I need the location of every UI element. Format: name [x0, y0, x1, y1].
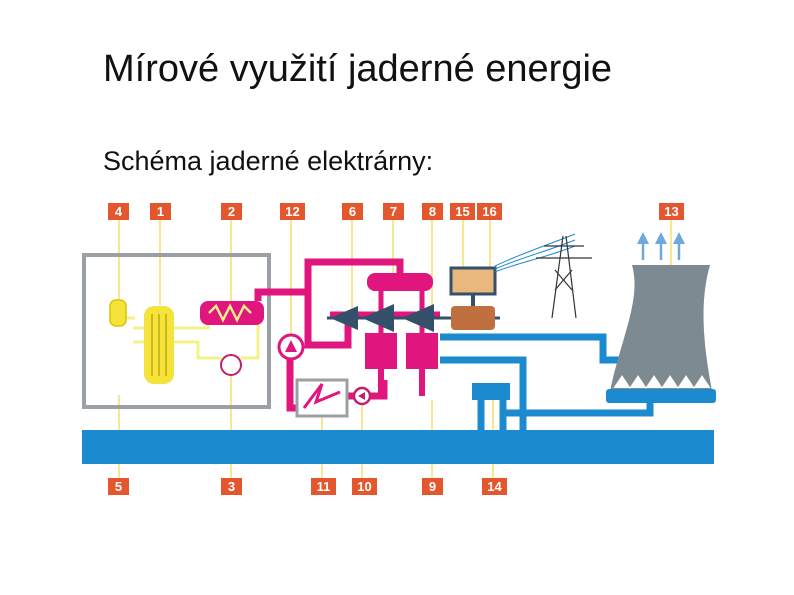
primary-pump: [220, 354, 242, 376]
label-tag-5: 5: [108, 478, 129, 495]
cooling-tower: [609, 265, 713, 396]
label-text-12: 12: [285, 204, 299, 219]
label-text-14: 14: [487, 479, 502, 494]
fuel-rods: [151, 314, 167, 376]
label-text-6: 6: [349, 204, 356, 219]
condenser-left: [365, 333, 397, 369]
circulation-pump: [472, 383, 510, 400]
label-tag-1: 1: [150, 203, 171, 220]
label-text-4: 4: [115, 204, 123, 219]
label-tag-3: 3: [221, 478, 242, 495]
label-tag-6: 6: [342, 203, 363, 220]
label-tag-8: 8: [422, 203, 443, 220]
steam-separator: [367, 273, 433, 291]
hp-turbine: [330, 306, 358, 330]
label-text-9: 9: [429, 479, 436, 494]
label-text-16: 16: [482, 204, 496, 219]
label-text-5: 5: [115, 479, 122, 494]
water-channel: [82, 430, 714, 464]
label-text-10: 10: [357, 479, 371, 494]
cooling-tower-basin: [606, 389, 716, 403]
generator-base: [451, 306, 495, 330]
label-tag-7: 7: [383, 203, 404, 220]
pressurizer: [109, 299, 127, 327]
label-text-1: 1: [157, 204, 164, 219]
steam-arrows: [637, 232, 685, 260]
label-text-3: 3: [228, 479, 235, 494]
label-text-15: 15: [455, 204, 469, 219]
label-tag-11: 11: [311, 478, 336, 495]
lp-turbine-1: [362, 304, 394, 332]
label-text-8: 8: [429, 204, 436, 219]
label-text-7: 7: [390, 204, 397, 219]
label-text-11: 11: [317, 479, 331, 494]
slide-title: Mírové využití jaderné energie: [103, 48, 613, 90]
label-tag-14: 14: [482, 478, 507, 495]
label-text-13: 13: [664, 204, 678, 219]
condenser-right: [406, 333, 438, 369]
label-text-2: 2: [228, 204, 235, 219]
label-tag-9: 9: [422, 478, 443, 495]
lp-turbine-2: [402, 304, 434, 332]
label-tag-15: 15: [450, 203, 475, 220]
label-tag-10: 10: [352, 478, 377, 495]
reactor-building: [82, 253, 271, 409]
label-tag-16: 16: [477, 203, 502, 220]
label-tag-12: 12: [280, 203, 305, 220]
label-tag-4: 4: [108, 203, 129, 220]
transmission-tower: [536, 235, 592, 319]
generator: [449, 266, 497, 296]
label-tag-13: 13: [659, 203, 684, 220]
slide-subtitle: Schéma jaderné elektrárny:: [103, 146, 434, 176]
label-tag-2: 2: [221, 203, 242, 220]
